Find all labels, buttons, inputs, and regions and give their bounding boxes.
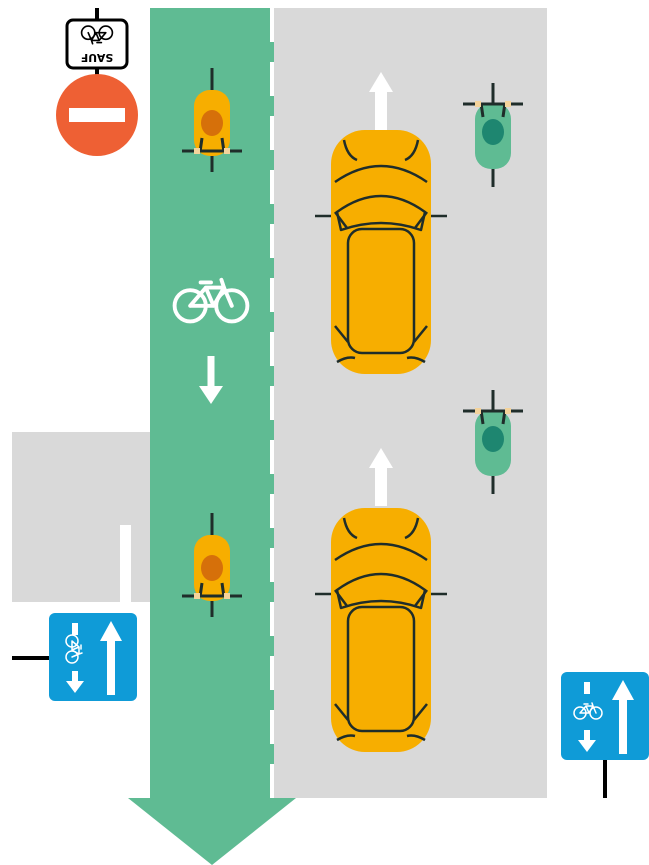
car-1 [313,128,449,376]
sign-plate-text: SAUF [81,51,114,64]
no-entry-sign: SAUF [56,8,138,156]
lane-arrow-down-icon [199,356,223,404]
traffic-arrow-up-icon [369,72,393,130]
side-street-marking [120,525,131,602]
contraflow-sign-right [561,672,649,798]
traffic-arrow-up-icon [369,448,393,506]
contraflow-sign-left [12,613,137,701]
car-2 [313,506,449,754]
cycle-lane-direction-arrow [128,798,296,865]
